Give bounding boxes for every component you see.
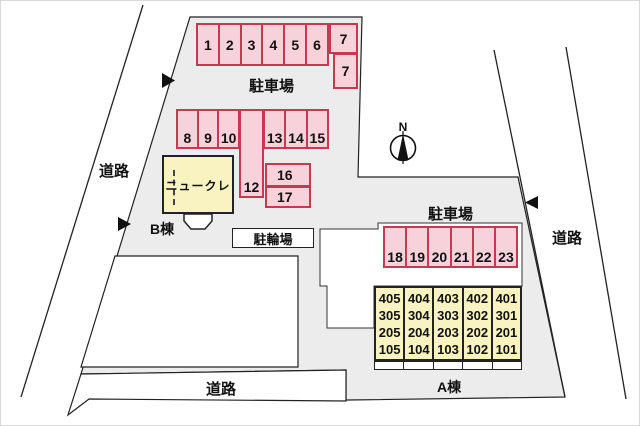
parking-space-16: 16 [265, 163, 311, 187]
unit-number: 202 [466, 325, 489, 340]
building-a-balcony [374, 361, 522, 370]
unit-number: 401 [495, 291, 518, 306]
parking-right-label: 駐車場 [428, 206, 474, 223]
unit-number: 405 [378, 291, 401, 306]
road-right-label: 道路 [552, 230, 583, 247]
parking-space: 22 [474, 228, 496, 266]
building-b-name: ニュークレ [165, 179, 231, 193]
building-a-column: 405 305 205 105 [376, 288, 406, 359]
building-a-column: 403 303 203 103 [434, 288, 464, 359]
balcony-cell [434, 362, 464, 369]
parking-space: 18 [385, 228, 408, 266]
parking-space: 9 [199, 111, 220, 147]
unit-number: 201 [495, 325, 518, 340]
vacant-lot-shape [80, 255, 299, 368]
building-a-label: A棟 [437, 379, 462, 395]
parking-space: 14 [286, 111, 308, 147]
unit-number: 304 [407, 308, 430, 323]
road-left-label: 道路 [99, 163, 130, 180]
parking-space: 19 [407, 228, 430, 266]
road-right-outer-edge [565, 46, 627, 400]
parking-top-label: 駐車場 [249, 78, 295, 95]
unit-number: 303 [437, 308, 459, 323]
building-a-column: 401 301 201 101 [493, 288, 520, 359]
unit-number: 103 [437, 342, 459, 357]
parking-space: 13 [265, 111, 287, 147]
parking-space: 5 [285, 25, 308, 64]
building-b-label: B棟 [150, 221, 175, 237]
parking-space: 8 [178, 111, 199, 147]
unit-number: 203 [437, 325, 459, 340]
road-right-inner-edge [493, 49, 566, 398]
parking-space: 21 [452, 228, 474, 266]
unit-number: 102 [466, 342, 489, 357]
compass-north-label: N [398, 120, 408, 134]
road-bottom-shape [66, 369, 347, 417]
parking-space: 10 [220, 130, 237, 146]
unit-number: 404 [407, 291, 430, 306]
road-bottom-label: 道路 [206, 381, 237, 398]
parking-space: 6 [313, 36, 321, 53]
unit-number: 105 [378, 342, 401, 357]
road-left-outer-edge [20, 4, 144, 398]
unit-number: 305 [378, 308, 401, 323]
parking-space: 2 [220, 25, 242, 64]
building-b-porch [183, 213, 213, 230]
unit-number: 301 [495, 308, 518, 323]
balcony-cell [404, 362, 434, 369]
building-a-column: 404 304 204 104 [405, 288, 435, 359]
bicycle-parking-box: 駐輪場 [232, 228, 314, 248]
unit-number: 101 [495, 342, 518, 357]
parking-space-17: 17 [265, 186, 311, 208]
building-a-column: 402 302 202 102 [464, 288, 493, 359]
balcony-cell [463, 362, 493, 369]
unit-number: 402 [466, 291, 489, 306]
arrow-right-icon [162, 73, 175, 88]
unit-number: 403 [437, 291, 459, 306]
parking-space: 20 [429, 228, 452, 266]
parking-space: 3 [242, 25, 264, 64]
building-a: 405 305 205 105 404 304 204 104 403 303 203 103 402 3… [374, 286, 522, 361]
unit-number: 104 [407, 342, 430, 357]
parking-space: 1 [198, 25, 220, 64]
north-compass-icon [389, 131, 417, 164]
arrow-right-icon [118, 217, 131, 231]
unit-number: 204 [407, 325, 430, 340]
parking-space: 15 [309, 130, 326, 146]
building-b: ニュークレ [162, 155, 234, 214]
parking-space-7-upper: 7 [329, 23, 358, 54]
building-b-dashed-line [173, 170, 175, 205]
unit-number: 205 [378, 325, 401, 340]
balcony-cell [493, 362, 521, 369]
parking-space-7-lower: 7 [333, 53, 358, 89]
unit-number: 302 [466, 308, 489, 323]
parking-space-12: 12 [239, 109, 264, 198]
arrow-left-icon [525, 196, 538, 209]
balcony-cell [375, 362, 405, 369]
parking-space: 23 [498, 249, 514, 265]
parking-space: 4 [263, 25, 286, 64]
